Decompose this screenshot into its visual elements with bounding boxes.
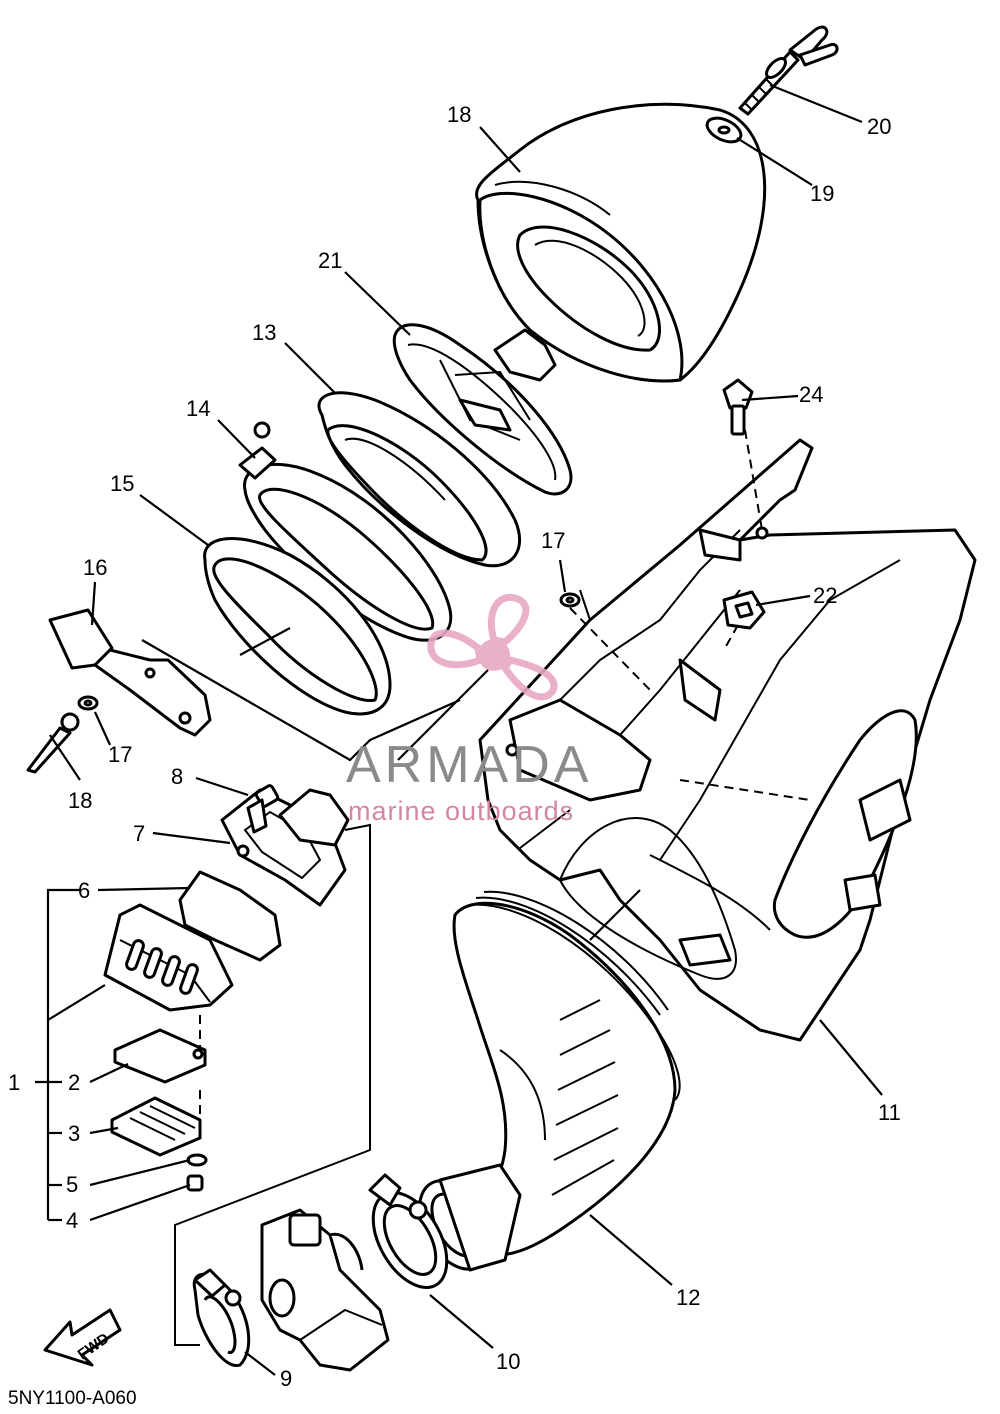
callout-6: 6 — [78, 878, 90, 903]
callout-14: 14 — [186, 396, 210, 421]
callout-7: 7 — [133, 821, 145, 846]
carburetor-joint-10 — [368, 1163, 522, 1289]
callout-24: 24 — [799, 382, 823, 407]
armada-logo-icon — [427, 594, 558, 701]
bolt-8 — [246, 784, 280, 834]
callout-12: 12 — [676, 1285, 700, 1310]
callout-16: 16 — [83, 555, 107, 580]
washer-18-left — [77, 695, 99, 711]
callout-11: 11 — [878, 1100, 901, 1125]
washer-18-right — [559, 592, 581, 608]
callout-15: 15 — [110, 471, 134, 496]
seal-ring-15 — [203, 537, 392, 716]
callout-labels: 18 19 20 21 13 14 15 16 17 18 8 7 6 1 2 … — [8, 102, 901, 1391]
forward-arrow-icon — [43, 1308, 122, 1367]
callout-3: 3 — [68, 1121, 80, 1146]
diagram-code: 5NY1100-A060 — [8, 1388, 137, 1409]
nut-23 — [722, 590, 766, 630]
air-box-case-11 — [478, 438, 977, 1042]
joint-13 — [317, 391, 521, 568]
bolt-24 — [722, 378, 754, 436]
carburetor — [260, 1208, 390, 1372]
callout-13: 13 — [252, 320, 276, 345]
manifold-7 — [220, 788, 350, 907]
callout-18-left: 17 — [108, 742, 132, 767]
callout-18-right: 17 — [541, 528, 565, 553]
air-filter-element — [475, 102, 767, 383]
plate-16 — [48, 608, 212, 737]
rivet-17 — [26, 712, 80, 774]
callout-4: 4 — [66, 1208, 78, 1233]
clamp-band-14 — [238, 421, 453, 642]
clamp-9 — [192, 1268, 251, 1367]
reed-valve-6 — [103, 870, 282, 1012]
callout-9: 9 — [280, 1366, 292, 1391]
watermark-brand: ARMADA — [346, 736, 592, 794]
intake-duct-12 — [452, 890, 681, 1257]
washer-5 — [186, 1153, 208, 1167]
callout-8: 8 — [171, 764, 183, 789]
callout-22: 21 — [318, 248, 342, 273]
callout-10: 10 — [496, 1349, 520, 1374]
leader-lines — [35, 83, 883, 1376]
stopper-3 — [110, 1096, 202, 1157]
reed-2 — [113, 1028, 207, 1084]
washer-20 — [705, 116, 743, 144]
callout-19: 18 — [447, 102, 471, 127]
callout-5: 5 — [66, 1172, 78, 1197]
callout-20: 19 — [810, 181, 834, 206]
callout-17: 18 — [68, 788, 92, 813]
callout-2: 2 — [68, 1070, 80, 1095]
screw-4 — [186, 1174, 204, 1192]
wing-bolt-21 — [738, 25, 839, 116]
watermark-tagline: marine outboards — [348, 796, 574, 826]
callout-23: 22 — [813, 583, 837, 608]
filter-guide-22 — [392, 323, 573, 496]
callout-1: 1 — [8, 1070, 20, 1095]
callout-21: 20 — [867, 114, 891, 139]
